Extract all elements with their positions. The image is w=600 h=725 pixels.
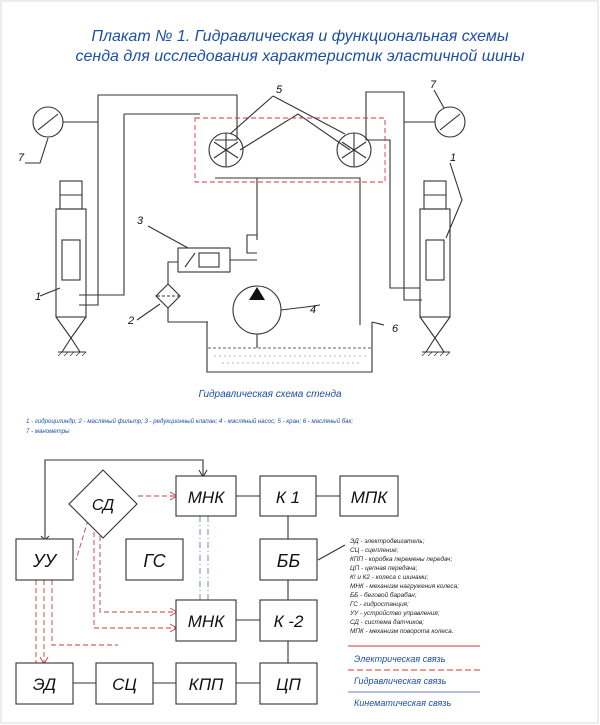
block-mpk-label: МПК [351, 488, 388, 507]
leader-3 [147, 225, 189, 249]
elink-sd-mnk-bottom [99, 520, 176, 613]
gauge-right-icon [404, 106, 466, 138]
leader-7-right [433, 89, 445, 109]
abbr-item: МНК - механизм нагружения колеса; [350, 583, 459, 590]
cylinder-left-icon [55, 180, 87, 357]
legend-electric-label: Электрическая связь [354, 654, 446, 664]
pipe-crossover [215, 177, 361, 325]
link-bb-note [317, 544, 346, 561]
block-ed-label: ЭД [33, 675, 56, 694]
abbr-item: ББ - беговой барабан; [350, 591, 417, 599]
callout-1-left: 1 [35, 291, 41, 303]
pipe-top-left [97, 94, 238, 122]
block-sc-label: СЦ [112, 675, 137, 694]
valve-right-icon [336, 132, 372, 168]
hydraulic-legend-line-1: 1 - гидроцилиндр; 2 - масляный фильтр; 3… [26, 418, 353, 425]
block-kpp: КПП [175, 662, 237, 705]
abbreviation-list: ЭД - электродвигатель; СЦ - сцепление; К… [349, 537, 459, 635]
block-sc: СЦ [95, 662, 154, 705]
abbr-item: ЭД - электродвигатель; [350, 537, 425, 545]
hydraulic-caption: Гидравлическая схема стенда [198, 389, 342, 400]
abbr-item: ЦП - цепная передача; [350, 564, 418, 572]
block-k1: К 1 [259, 475, 317, 517]
block-mnk-top: МНК [175, 475, 237, 517]
pipe-left-return [79, 114, 125, 296]
callout-6: 6 [392, 323, 399, 335]
block-cp: ЦП [259, 662, 318, 705]
oil-pump-icon [232, 285, 307, 348]
block-k2: К -2 [259, 599, 318, 642]
block-gs: ГС [125, 538, 184, 581]
callout-3: 3 [137, 215, 144, 227]
leader-2 [136, 303, 161, 321]
title-line-2: сенда для исследования характеристик эла… [76, 48, 525, 65]
abbr-item: КПП - коробка перемены передач; [350, 555, 452, 563]
line-type-legend: Электрическая связь Гидравлическая связь… [348, 645, 480, 708]
link-uu-mnk-top [44, 459, 204, 539]
leader-1-right [445, 162, 463, 239]
block-kpp-label: КПП [189, 675, 224, 694]
pipe-reducer [246, 234, 257, 254]
block-mnk-bottom-label: МНК [188, 612, 225, 631]
block-k2-label: К -2 [274, 612, 304, 631]
hydraulic-scheme: 1 1 2 3 4 5 6 7 7 Гидравлическая схема с… [18, 79, 466, 435]
abbr-item: УУ - устройство управления; [349, 609, 440, 617]
block-sd-label: СД [92, 497, 114, 514]
block-bb: ББ [259, 538, 318, 581]
block-sd: СД [68, 469, 138, 539]
pipe-left-cylinder [79, 122, 99, 306]
block-mnk-bottom: МНК [175, 599, 237, 642]
block-uu: УУ [15, 538, 74, 581]
elink-sd-mnk-bottom-2 [93, 524, 176, 629]
callout-5: 5 [276, 84, 283, 96]
cylinder-right-icon [419, 180, 451, 357]
callout-7-right: 7 [430, 79, 437, 91]
leader-5 [229, 95, 346, 135]
abbr-item: К! и К2 - колеса с шинами; [350, 574, 429, 581]
block-uu-label: УУ [32, 551, 58, 571]
callout-7-left: 7 [18, 152, 25, 164]
pipe-top-right [365, 91, 405, 122]
block-ed: ЭД [15, 662, 74, 705]
callout-2: 2 [127, 315, 134, 327]
leader-7-left [25, 137, 49, 164]
abbr-item: ГС - гидростанция; [350, 600, 409, 608]
pipe-right-cylinder [403, 122, 422, 301]
block-bb-label: ББ [277, 551, 301, 571]
block-mnk-top-label: МНК [188, 488, 225, 507]
callout-1-right: 1 [450, 152, 456, 164]
functional-scheme: УУ СД ГС МНК К 1 МПК ББ МНК [15, 459, 480, 708]
callout-4: 4 [310, 304, 316, 316]
legend-hydraulic-label: Гидравлическая связь [354, 676, 447, 686]
valve-enclosure [194, 117, 386, 183]
abbr-item: СД - система датчиков; [350, 618, 424, 626]
valve-link-lines [239, 113, 351, 151]
legend-kinematic-label: Кинематическая связь [354, 698, 451, 708]
oil-filter-icon [155, 261, 208, 323]
block-cp-label: ЦП [276, 675, 301, 694]
leader-4 [305, 304, 321, 308]
reducing-valve-icon [177, 247, 257, 273]
pipe-valve-right [365, 114, 420, 289]
hydraulic-legend-line-2: 7 - манометры [26, 428, 70, 435]
leader-1-left [39, 287, 61, 297]
block-k1-label: К 1 [276, 488, 300, 507]
oil-tank-icon [206, 321, 385, 373]
block-mpk: МПК [339, 475, 399, 517]
gauge-left-icon [32, 106, 98, 138]
title-line-1: Плакат № 1. Гидравлическая и функциональ… [91, 28, 509, 45]
elink-uu-gs [51, 580, 118, 646]
abbr-item: МПК - механизм поворота колеса. [350, 628, 453, 635]
abbr-item: СЦ - сцепление; [350, 547, 399, 554]
valve-left-icon [208, 132, 244, 168]
block-gs-label: ГС [143, 551, 166, 571]
